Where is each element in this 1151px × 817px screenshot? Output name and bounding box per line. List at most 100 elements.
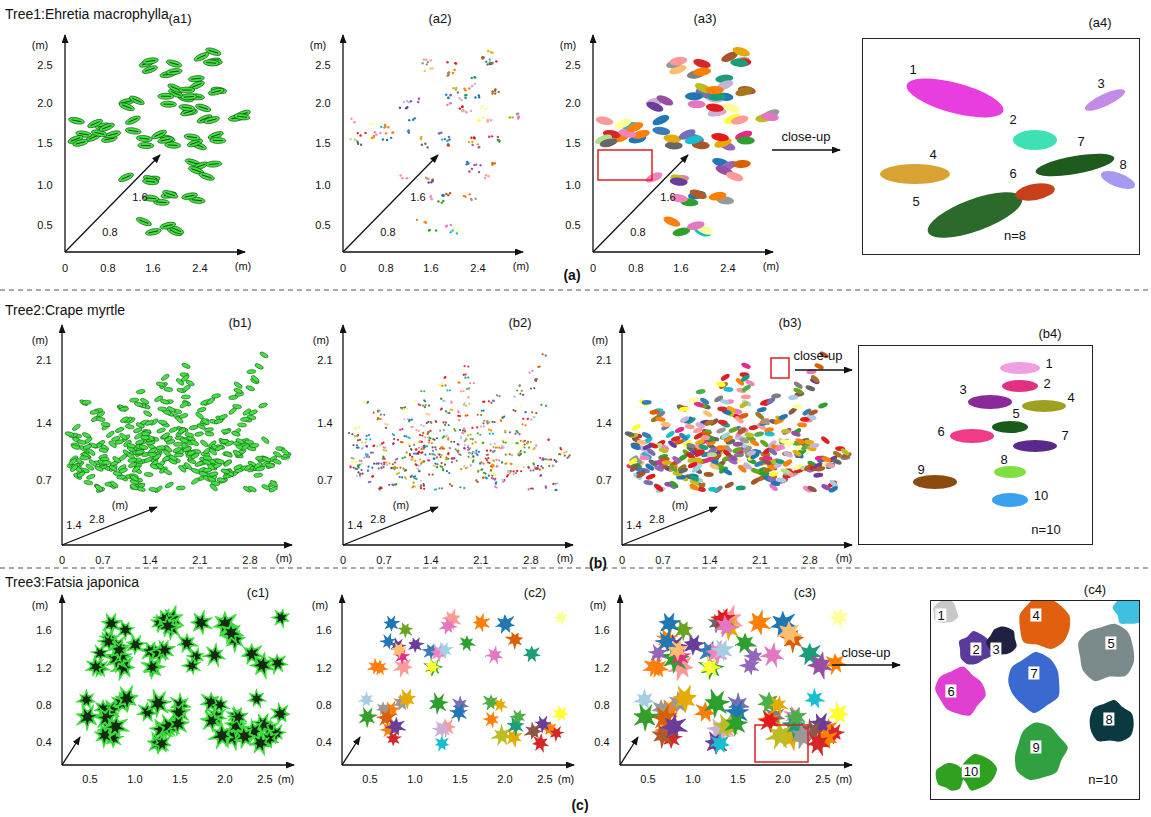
seed-point xyxy=(414,400,416,402)
axis-line xyxy=(64,35,65,252)
seed-point xyxy=(501,461,503,463)
seed-point xyxy=(368,434,370,436)
seed-point xyxy=(441,466,443,468)
seed-point xyxy=(455,459,457,461)
segmented-leaf xyxy=(687,100,705,108)
seed-point xyxy=(453,441,455,443)
seed-point xyxy=(478,94,480,96)
segmented-leaf xyxy=(702,409,713,418)
seed-point xyxy=(505,454,507,456)
seed-point xyxy=(480,425,482,427)
seed-point xyxy=(385,450,387,452)
seed-point xyxy=(467,366,469,368)
seed-point xyxy=(477,146,479,148)
seed-point xyxy=(403,435,405,437)
leaf-point-cloud xyxy=(235,438,245,445)
seed-point xyxy=(475,450,477,452)
leaf-point-cloud xyxy=(223,451,233,458)
seed-point xyxy=(489,58,491,60)
leaf-point-cloud xyxy=(250,374,260,383)
segmented-leaf xyxy=(684,424,695,430)
axis-line xyxy=(343,544,573,545)
leaf-speckle xyxy=(139,220,148,224)
seed-point xyxy=(440,447,442,449)
seed-point xyxy=(478,146,480,148)
seed-point xyxy=(527,489,529,491)
seed-point xyxy=(474,197,476,199)
segmented-leaf xyxy=(820,435,831,445)
segmented-leaf xyxy=(679,406,690,412)
seed-point xyxy=(400,441,402,443)
segmented-leaf xyxy=(695,388,706,394)
seed-point xyxy=(464,447,466,449)
seed-point xyxy=(359,439,361,441)
seed-point xyxy=(421,144,423,146)
seed-point xyxy=(464,97,466,99)
seed-point xyxy=(521,390,523,392)
leaf-point-cloud xyxy=(223,459,233,468)
close-up-arrow xyxy=(772,149,840,150)
seed-point xyxy=(521,423,523,425)
leaf-point-cloud xyxy=(231,430,241,437)
seed-point xyxy=(385,427,387,429)
leaf-point-cloud xyxy=(205,432,214,437)
segmented-leaf xyxy=(707,452,717,457)
seed-point xyxy=(424,406,426,408)
seed-point xyxy=(522,440,524,442)
seed-point xyxy=(354,427,356,429)
seed-point xyxy=(488,475,490,477)
seed-point xyxy=(457,415,459,417)
seed-point xyxy=(422,432,424,434)
seed-point xyxy=(351,461,353,463)
segmented-leaf xyxy=(730,114,749,126)
seed-point xyxy=(367,454,369,456)
seed-point xyxy=(367,470,369,472)
segmented-leaf xyxy=(778,413,789,421)
seed-point xyxy=(497,136,499,138)
leaf-speckle xyxy=(146,181,156,182)
seed-point xyxy=(416,467,418,469)
segmented-leaf xyxy=(599,137,618,149)
seed-point xyxy=(377,123,379,125)
seed-point xyxy=(433,454,435,456)
seed-point xyxy=(449,447,451,449)
seed-point xyxy=(461,110,463,112)
seed-point xyxy=(477,471,479,473)
seed-point xyxy=(535,444,537,446)
seed-point xyxy=(401,177,403,179)
seed-point xyxy=(377,462,379,464)
seed-point xyxy=(429,430,431,432)
seed-point xyxy=(397,439,399,441)
segmented-leaf xyxy=(744,432,755,439)
segmented-leaf xyxy=(679,415,690,424)
seed-point xyxy=(494,162,496,164)
seed-point xyxy=(446,140,448,142)
seed-point xyxy=(555,460,557,462)
seed-point xyxy=(350,118,352,120)
seed-point xyxy=(431,179,433,181)
leaf-point-cloud xyxy=(168,426,178,433)
seed-point xyxy=(486,421,488,423)
seed-point xyxy=(436,456,438,458)
segmented-leaf xyxy=(781,427,792,436)
seed-point xyxy=(432,438,434,440)
seed-point xyxy=(457,443,459,445)
seed-point xyxy=(530,441,532,443)
leaf-point-cloud xyxy=(195,103,212,114)
seed-point xyxy=(411,456,413,458)
leaf-speckle xyxy=(161,96,171,97)
seed-point xyxy=(530,419,532,421)
seed-point xyxy=(421,446,423,448)
seed-point xyxy=(458,419,460,421)
seed-point xyxy=(428,229,430,231)
leaf-speckle xyxy=(171,86,180,90)
leaf-point-cloud xyxy=(191,467,201,474)
seed-point xyxy=(554,483,556,485)
seed-point xyxy=(480,469,482,471)
seed-point xyxy=(421,451,423,453)
segmented-leaf xyxy=(652,126,671,137)
seed-point xyxy=(532,469,534,471)
seed-point xyxy=(465,405,467,407)
seed-point xyxy=(487,50,489,52)
leaf-point-cloud xyxy=(120,416,130,424)
